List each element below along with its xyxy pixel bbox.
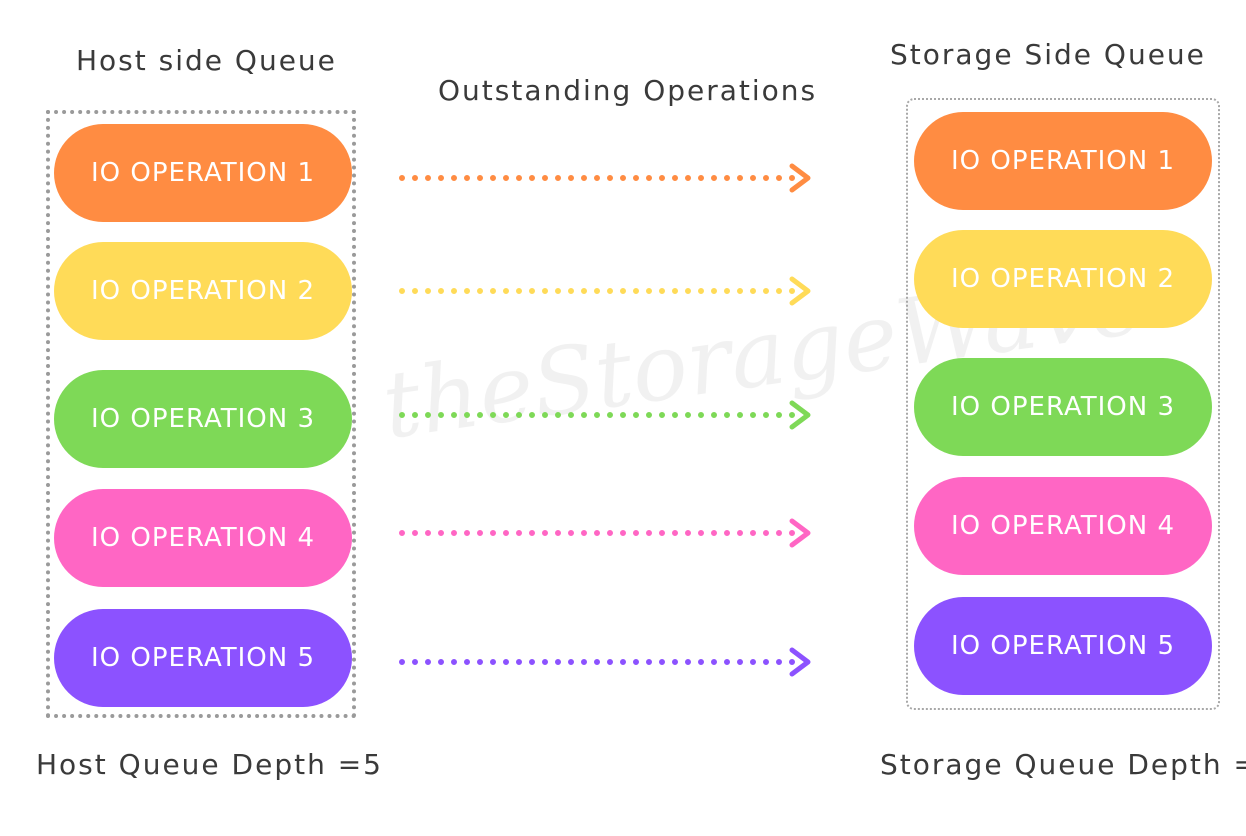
arrow-io-operation-5 — [399, 647, 811, 677]
arrow-io-operation-3 — [399, 400, 811, 430]
host-io-operation-4: IO OPERATION 4 — [54, 489, 352, 587]
storage-io-operation-5: IO OPERATION 5 — [914, 597, 1212, 695]
storage-queue-depth-label: Storage Queue Depth =5 — [880, 748, 1246, 781]
storage-queue-title: Storage Side Queue — [890, 38, 1206, 71]
host-io-operation-3: IO OPERATION 3 — [54, 370, 352, 468]
host-io-operation-5: IO OPERATION 5 — [54, 609, 352, 707]
storage-io-operation-4: IO OPERATION 4 — [914, 477, 1212, 575]
arrow-io-operation-1 — [399, 163, 811, 193]
arrow-io-operation-2 — [399, 276, 811, 306]
outstanding-operations-title: Outstanding Operations — [438, 74, 818, 107]
host-queue-box — [46, 110, 356, 718]
storage-io-operation-3: IO OPERATION 3 — [914, 358, 1212, 456]
host-io-operation-1: IO OPERATION 1 — [54, 124, 352, 222]
host-queue-depth-label: Host Queue Depth =5 — [36, 748, 383, 781]
host-io-operation-2: IO OPERATION 2 — [54, 242, 352, 340]
arrow-io-operation-4 — [399, 518, 811, 548]
storage-io-operation-1: IO OPERATION 1 — [914, 112, 1212, 210]
host-queue-title: Host side Queue — [76, 44, 337, 77]
storage-queue-box — [906, 98, 1220, 710]
storage-io-operation-2: IO OPERATION 2 — [914, 230, 1212, 328]
